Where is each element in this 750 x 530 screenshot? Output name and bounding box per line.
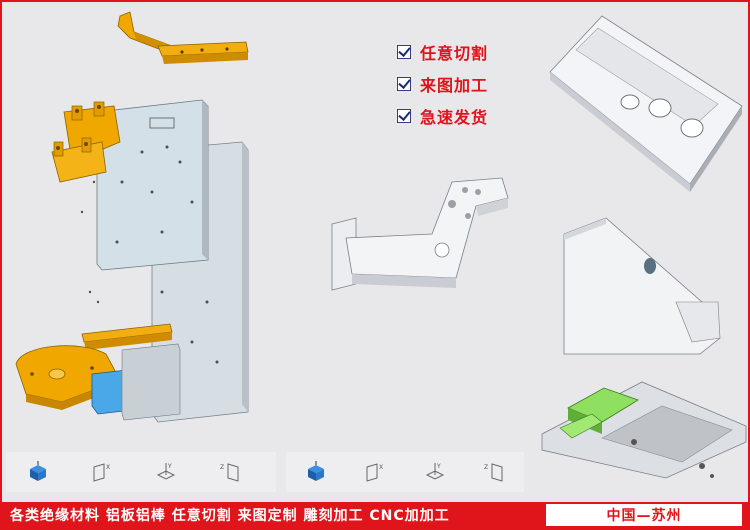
view-front-icon[interactable]: X	[346, 452, 406, 492]
checklist-label: 任意切割	[420, 44, 489, 63]
view-cube-icon[interactable]	[286, 452, 346, 492]
checklist-label: 急速发货	[420, 108, 489, 127]
front-plate	[96, 99, 209, 271]
feature-checklist: 任意切割 来图加工 急速发货	[397, 36, 488, 132]
footer-location: 中国—苏州	[546, 504, 742, 526]
checkbox-icon	[397, 109, 411, 123]
view-right-icon[interactable]: Z	[198, 452, 262, 492]
footer-services: 各类绝缘材料 铝板铝棒 任意切割 来图定制 雕刻加工 CNC加加工	[10, 508, 450, 524]
green-fixture-plate	[541, 381, 747, 479]
exploded-assembly	[15, 11, 249, 423]
gold-bracket-top	[117, 11, 249, 64]
svg-text:Y: Y	[167, 463, 172, 470]
view-cube-icon[interactable]	[6, 452, 70, 492]
cad-renderings	[15, 11, 747, 479]
checklist-item: 来图加工	[397, 68, 488, 100]
view-front-icon[interactable]: X	[70, 452, 134, 492]
svg-text:Z: Z	[484, 464, 488, 471]
svg-text:Z: Z	[220, 464, 224, 471]
slotted-block-part	[549, 15, 743, 192]
l-bracket-part	[331, 177, 509, 291]
cad-view-toolbar: X Y Z	[6, 452, 276, 492]
gold-bar-middle	[81, 323, 173, 350]
checkbox-icon	[397, 45, 411, 59]
view-top-icon[interactable]: Y	[405, 452, 465, 492]
view-right-icon[interactable]: Z	[465, 452, 525, 492]
checklist-item: 急速发货	[397, 100, 488, 132]
cad-view-toolbar: X Y Z	[286, 452, 524, 492]
checklist-label: 来图加工	[420, 76, 489, 95]
checkbox-icon	[397, 77, 411, 91]
view-top-icon[interactable]: Y	[134, 452, 198, 492]
checklist-item: 任意切割	[397, 36, 488, 68]
footer-banner: 各类绝缘材料 铝板铝棒 任意切割 来图定制 雕刻加工 CNC加加工 中国—苏州	[2, 502, 748, 528]
gold-clamp-cluster	[51, 101, 121, 183]
svg-text:Y: Y	[436, 463, 441, 470]
svg-text:X: X	[106, 464, 110, 471]
svg-text:X: X	[379, 464, 383, 471]
angle-bracket-part	[563, 217, 721, 355]
